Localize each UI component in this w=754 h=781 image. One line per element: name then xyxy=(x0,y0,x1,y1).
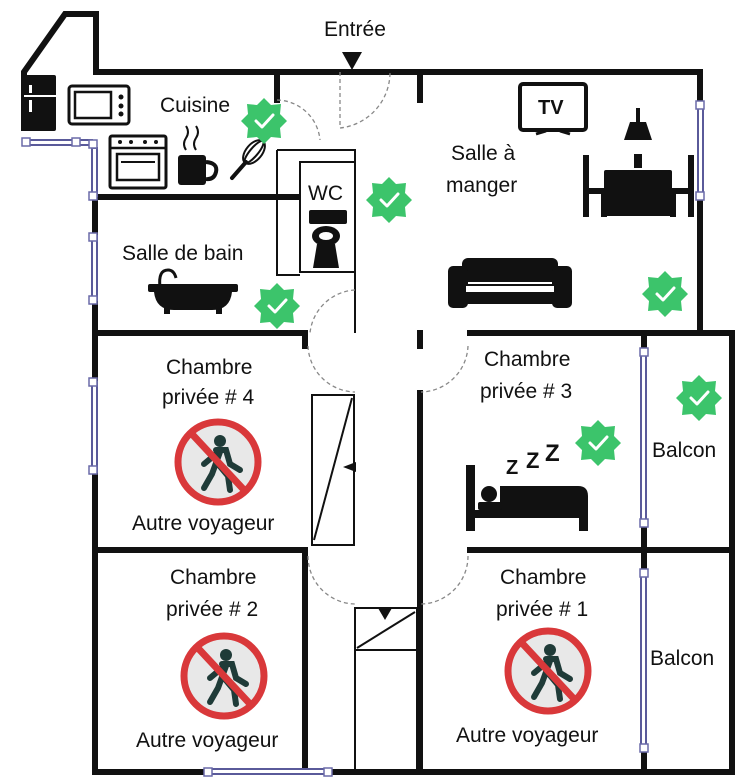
kitchen-label: Cuisine xyxy=(160,94,230,117)
window-bottom xyxy=(207,768,329,775)
room1-label-line2: privée # 1 xyxy=(496,598,588,621)
kitchen-door xyxy=(276,99,321,141)
room3-door xyxy=(420,345,469,393)
oven-icon xyxy=(108,134,168,190)
window-nodes xyxy=(21,100,705,777)
sleep-z-3: Z xyxy=(545,440,560,467)
bed-icon xyxy=(466,465,588,531)
staircase-lower-diagonal xyxy=(356,611,416,649)
no-entry-icon xyxy=(184,636,264,716)
dining-label-line1: Salle à xyxy=(451,142,516,165)
room2-door xyxy=(307,555,356,605)
room2-label-line2: privée # 2 xyxy=(166,598,258,621)
wc-walls xyxy=(276,149,356,276)
sleep-z-1: Z xyxy=(506,457,518,479)
balcony-top-label: Balcon xyxy=(652,439,716,462)
room4-label-line1: Chambre xyxy=(166,356,252,379)
no-entry-icon xyxy=(178,422,258,502)
entrance-label: Entrée xyxy=(324,18,386,41)
room3-label-line2: privée # 3 xyxy=(480,380,572,403)
wc-label: WC xyxy=(308,182,343,205)
tv-label: TV xyxy=(538,97,564,119)
room4-label-line2: privée # 4 xyxy=(162,386,255,409)
staircase-diagonal xyxy=(313,397,353,541)
bathroom-door xyxy=(309,289,356,334)
staircase-lower xyxy=(354,607,418,773)
entrance-door xyxy=(339,71,391,129)
dining-label-line2: manger xyxy=(446,174,517,197)
stairs-arrow xyxy=(343,462,356,472)
entrance-arrow-icon xyxy=(342,52,362,70)
coffee-mug-icon xyxy=(178,125,219,185)
check-badge-icon xyxy=(640,269,690,319)
room4-status: Autre voyageur xyxy=(132,512,274,535)
window-room3 xyxy=(640,351,647,525)
sofa-icon xyxy=(448,258,572,308)
room2-status: Autre voyageur xyxy=(136,729,278,752)
window-kitchen xyxy=(25,139,93,146)
tv-icon: TV xyxy=(518,82,588,136)
room1-label-line1: Chambre xyxy=(500,566,586,589)
sleeping-icon: Z Z Z xyxy=(506,440,560,479)
window-dining xyxy=(697,104,704,198)
room1-door xyxy=(420,555,469,605)
fridge-icon xyxy=(24,75,56,131)
check-badge-icon xyxy=(239,96,289,146)
outer-wall xyxy=(21,11,735,775)
balcony-bottom-label: Balcon xyxy=(650,647,714,670)
window-bathroom xyxy=(91,235,98,301)
bathtub-icon xyxy=(148,268,238,314)
toilet-icon xyxy=(309,210,347,268)
window-room1 xyxy=(640,572,647,750)
room4-door xyxy=(307,345,356,393)
bathroom-label: Salle de bain xyxy=(122,242,243,265)
check-badge-icon xyxy=(364,175,414,225)
no-entry-icon xyxy=(508,631,588,711)
room1-status: Autre voyageur xyxy=(456,724,598,747)
room3-label-line1: Chambre xyxy=(484,348,570,371)
microwave-icon xyxy=(67,84,131,126)
window-left-top xyxy=(91,147,98,197)
check-badge-icon xyxy=(674,373,724,423)
check-badge-icon xyxy=(252,281,302,331)
sleep-z-2: Z xyxy=(526,448,539,473)
window-room4 xyxy=(91,381,98,473)
check-badge-icon xyxy=(573,418,623,468)
stairs-arrow-down xyxy=(378,608,392,620)
room2-label-line1: Chambre xyxy=(170,566,256,589)
dining-table-icon xyxy=(583,108,694,217)
